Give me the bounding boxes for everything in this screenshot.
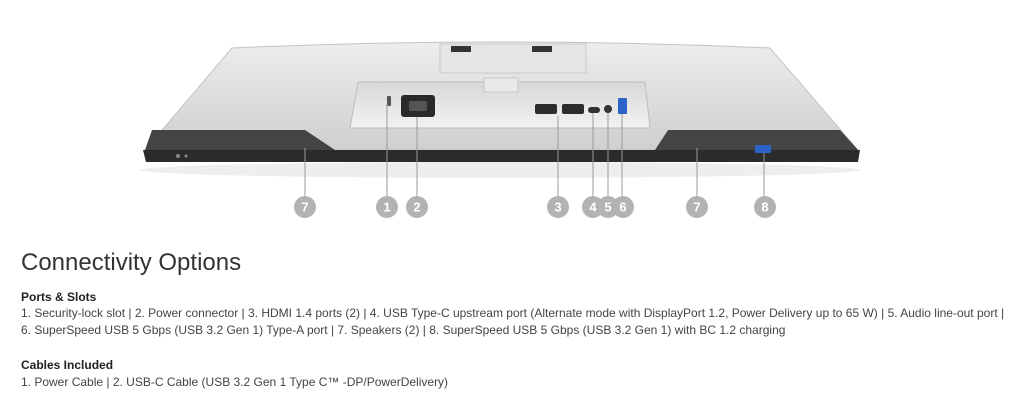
monitor-bottom-bezel (143, 150, 860, 162)
svg-text:1: 1 (383, 200, 390, 215)
svg-text:7: 7 (693, 200, 700, 215)
usb-c-port (588, 107, 600, 113)
usb-a-port (618, 98, 627, 114)
svg-text:7: 7 (301, 200, 308, 215)
callout-1: 1 (376, 196, 398, 218)
svg-text:4: 4 (589, 200, 597, 215)
callout-8: 8 (754, 196, 776, 218)
usb-charging-port (755, 145, 771, 153)
monitor-rear-ports-illustration: 7 1 2 3 4 5 6 7 8 (140, 41, 860, 218)
callout-7a: 7 (294, 196, 316, 218)
speaker-grille-left (145, 130, 335, 150)
callout-7b: 7 (686, 196, 708, 218)
svg-text:8: 8 (761, 200, 768, 215)
callout-2: 2 (406, 196, 428, 218)
cables-description: 1. Power Cable | 2. USB-C Cable (USB 3.2… (21, 375, 449, 389)
ports-description: 1. Security-lock slot | 2. Power connect… (21, 306, 1005, 337)
ports-heading: Ports & Slots (21, 290, 97, 304)
section-title: Connectivity Options (21, 249, 242, 276)
callout-6: 6 (612, 196, 634, 218)
hdmi-port-1 (535, 104, 557, 114)
svg-text:5: 5 (604, 200, 611, 215)
audio-line-out-port (604, 105, 612, 113)
hdmi-port-2 (562, 104, 584, 114)
svg-text:3: 3 (554, 200, 561, 215)
speaker-grille-right (655, 130, 858, 150)
svg-text:2: 2 (413, 200, 420, 215)
svg-text:6: 6 (619, 200, 626, 215)
callout-3: 3 (547, 196, 569, 218)
cables-heading: Cables Included (21, 358, 114, 372)
security-lock-slot (387, 96, 391, 106)
